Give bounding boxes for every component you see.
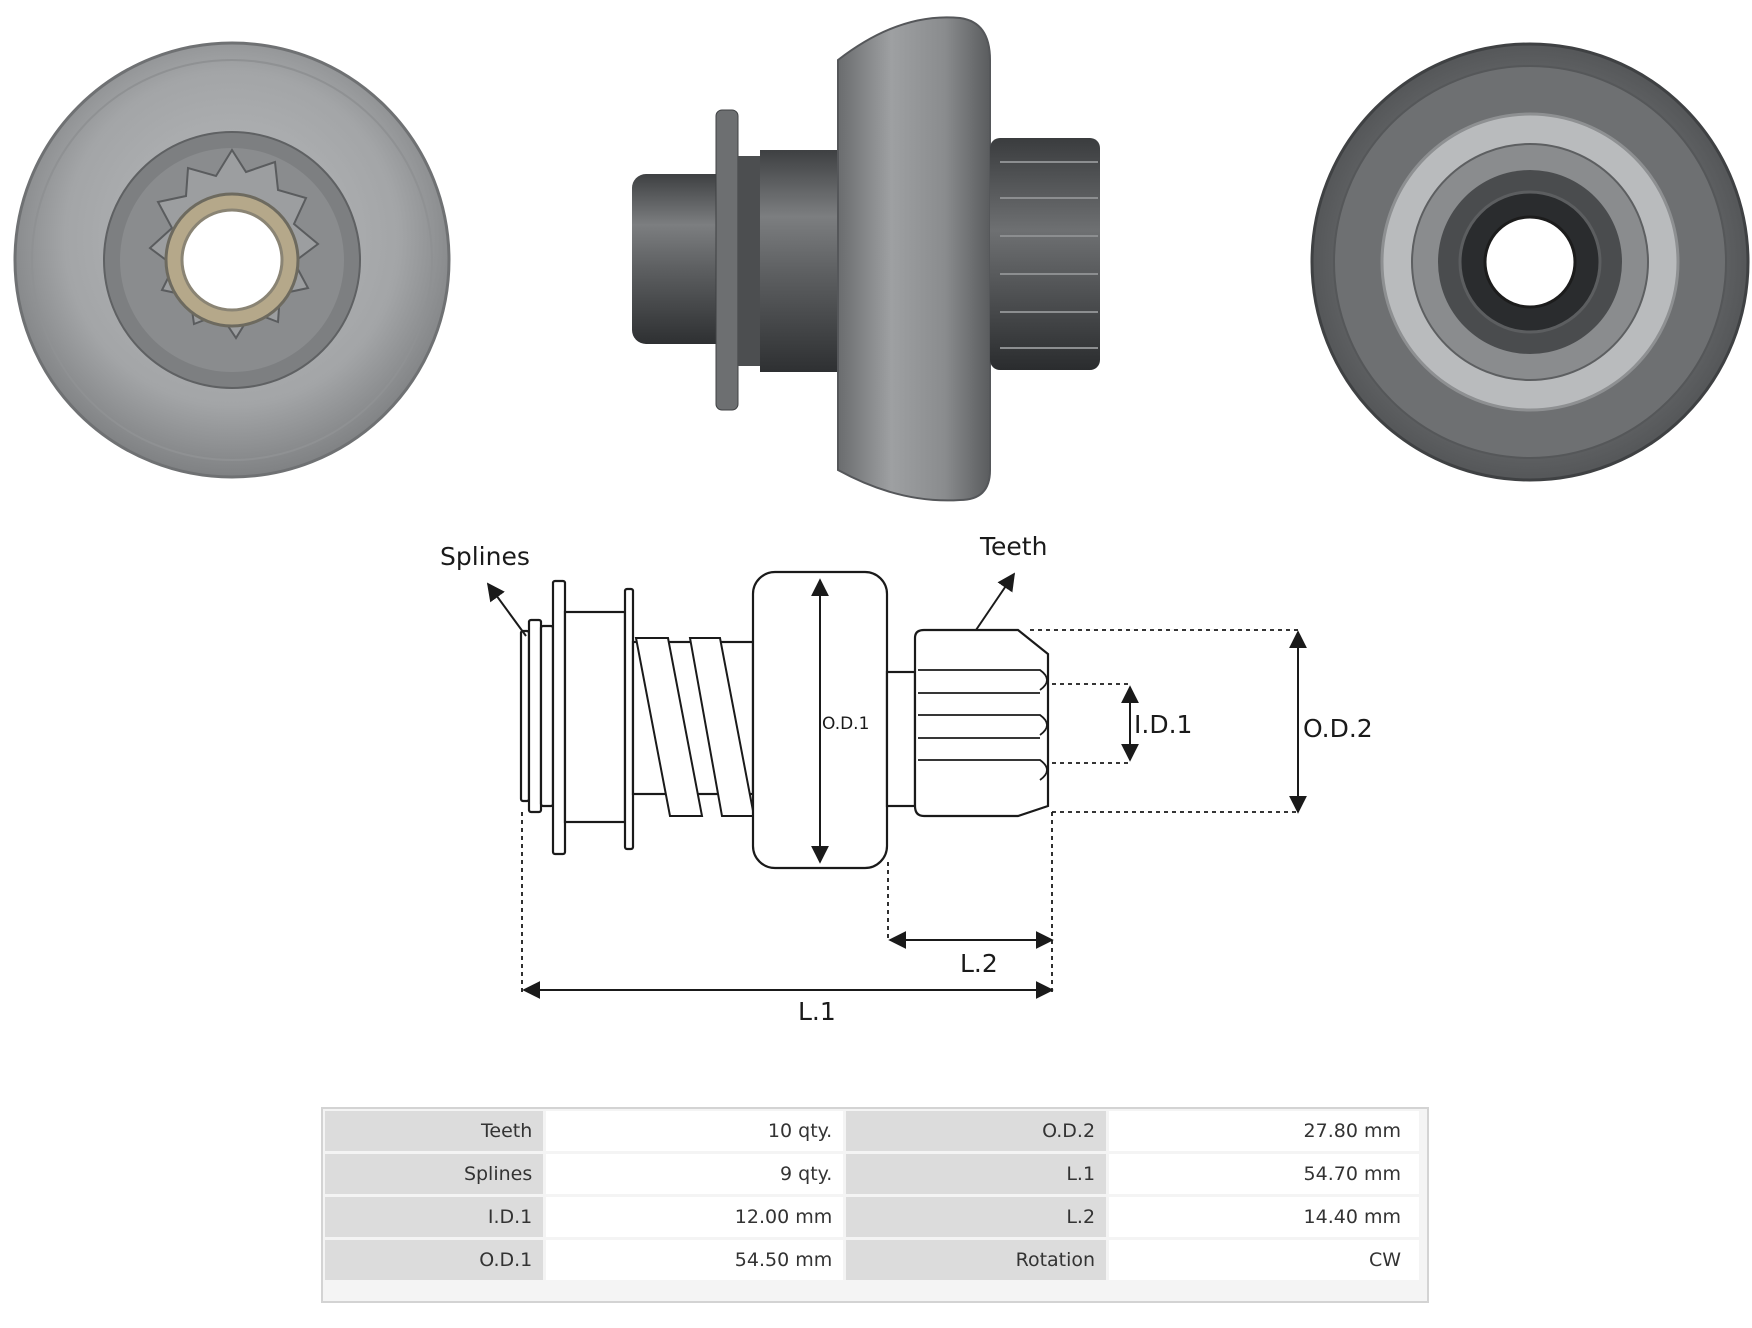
spec-value: 54.50 mm bbox=[546, 1240, 844, 1280]
od1-label: O.D.1 bbox=[822, 714, 869, 734]
table-row: Splines 9 qty. L.1 54.70 mm bbox=[325, 1154, 1419, 1194]
spec-key: I.D.1 bbox=[325, 1197, 544, 1237]
od2-label: O.D.2 bbox=[1303, 714, 1373, 743]
spec-table: Teeth 10 qty. O.D.2 27.80 mm Splines 9 q… bbox=[322, 1108, 1422, 1283]
table-row: Teeth 10 qty. O.D.2 27.80 mm bbox=[325, 1111, 1419, 1151]
drive-side-view bbox=[632, 16, 1100, 502]
l2-label: L.2 bbox=[960, 949, 998, 978]
table-row: O.D.1 54.50 mm Rotation CW bbox=[325, 1240, 1419, 1280]
table-row: I.D.1 12.00 mm L.2 14.40 mm bbox=[325, 1197, 1419, 1237]
spec-key: O.D.2 bbox=[846, 1111, 1107, 1151]
spec-key: O.D.1 bbox=[325, 1240, 544, 1280]
spec-key: L.2 bbox=[846, 1197, 1107, 1237]
spec-value: 10 qty. bbox=[546, 1111, 844, 1151]
pinion-gear bbox=[913, 628, 1050, 818]
spec-value: CW bbox=[1109, 1240, 1419, 1280]
spec-key: Rotation bbox=[846, 1240, 1107, 1280]
technical-drawing bbox=[519, 570, 1050, 870]
teeth-label: Teeth bbox=[979, 532, 1047, 561]
spec-value: 9 qty. bbox=[546, 1154, 844, 1194]
spline-ring bbox=[519, 629, 531, 803]
spec-value: 27.80 mm bbox=[1109, 1111, 1419, 1151]
spec-key: Teeth bbox=[325, 1111, 544, 1151]
spec-key: L.1 bbox=[846, 1154, 1107, 1194]
collar-flange bbox=[551, 579, 567, 856]
pinion-end-view bbox=[13, 41, 451, 479]
spec-value: 14.40 mm bbox=[1109, 1197, 1419, 1237]
teeth-leader bbox=[975, 572, 1016, 631]
spec-value: 12.00 mm bbox=[546, 1197, 844, 1237]
id1-label: I.D.1 bbox=[1134, 710, 1192, 739]
spline-end-view bbox=[1310, 42, 1750, 482]
dimension-lines bbox=[486, 572, 1307, 999]
spec-key: Splines bbox=[325, 1154, 544, 1194]
spec-value: 54.70 mm bbox=[1109, 1154, 1419, 1194]
splines-label: Splines bbox=[440, 542, 530, 571]
splines-leader bbox=[486, 582, 527, 637]
l1-label: L.1 bbox=[798, 997, 836, 1026]
